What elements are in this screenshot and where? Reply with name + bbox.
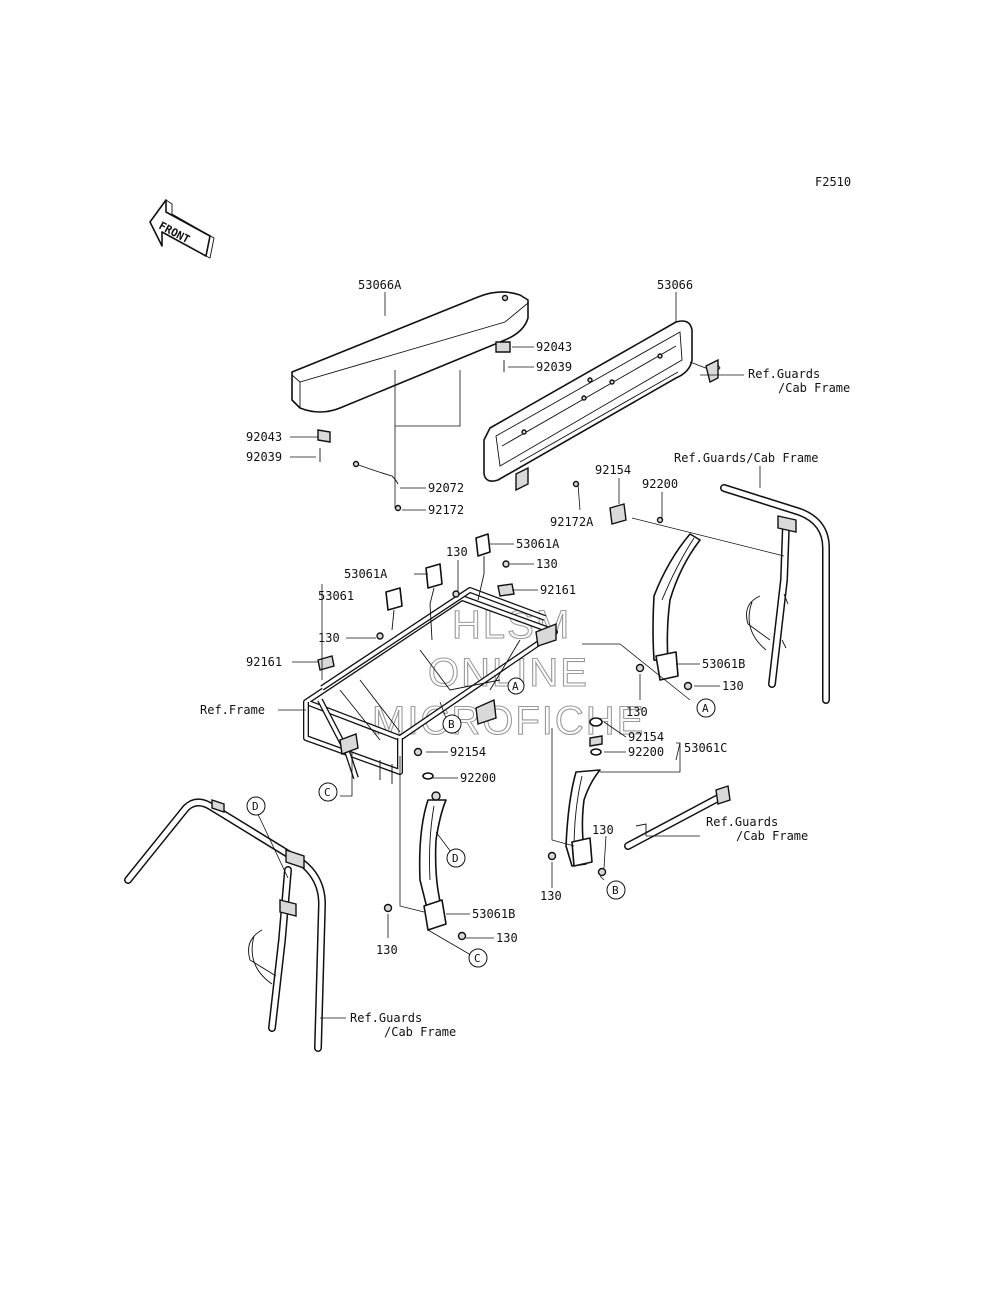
label-53061C: 53061C — [684, 741, 727, 755]
label-ref-guards-4-line1: Ref.Guards — [350, 1011, 422, 1025]
label-130-lower-b: 130 — [540, 889, 562, 903]
label-92172: 92172 — [428, 503, 464, 517]
label-92154-top: 92154 — [595, 463, 631, 477]
label-130-top-b: 130 — [536, 557, 558, 571]
label-53061B-center: 53061B — [472, 907, 515, 921]
label-130-bottom-b: 130 — [376, 943, 398, 957]
label-130-left: 130 — [318, 631, 340, 645]
seat-hardware — [317, 341, 664, 525]
seat-belt-center — [383, 747, 467, 941]
label-92039-right: 92039 — [536, 360, 572, 374]
seat-belt-left — [547, 717, 607, 877]
label-130-right-b: 130 — [626, 705, 648, 719]
seat-back — [483, 320, 721, 492]
label-92200-top: 92200 — [642, 477, 678, 491]
callout-A-frame: A — [512, 680, 519, 693]
label-92043-right: 92043 — [536, 340, 572, 354]
label-53061: 53061 — [318, 589, 354, 603]
cab-frame-right — [720, 484, 830, 704]
label-92154-lower: 92154 — [628, 730, 664, 744]
seat-belt-right — [635, 533, 701, 691]
label-92072: 92072 — [428, 481, 464, 495]
label-ref-guards-2: Ref.Guards/Cab Frame — [674, 451, 819, 465]
label-92200-center: 92200 — [460, 771, 496, 785]
label-ref-guards-4-line2: /Cab Frame — [384, 1025, 456, 1039]
seat-cushion — [291, 291, 529, 413]
watermark-line-2: ONLINE — [428, 651, 589, 695]
callout-B-frame-circle — [442, 714, 462, 734]
label-ref-guards-3-line1: Ref.Guards — [706, 815, 778, 829]
label-92161-left: 92161 — [246, 655, 282, 669]
label-53061A-top: 53061A — [516, 537, 560, 551]
callout-D-belt: D — [452, 852, 459, 865]
label-92172A: 92172A — [550, 515, 594, 529]
callout-B-lower: B — [612, 884, 619, 897]
callout-C-bottom: C — [474, 952, 481, 965]
callout-D-frame: D — [252, 800, 259, 813]
callout-C-frame-circle — [318, 782, 338, 802]
callout-A-frame-circle — [507, 677, 525, 695]
watermark-line-3: MICROFICHE — [372, 699, 645, 743]
label-53061B-right: 53061B — [702, 657, 745, 671]
leader-lines — [255, 292, 785, 1019]
label-ref-guards-3-line2: /Cab Frame — [736, 829, 808, 843]
guard-bar-right — [624, 785, 731, 850]
label-ref-frame: Ref.Frame — [200, 703, 265, 717]
callout-B-lower-circle — [606, 880, 626, 900]
part-labels: 53066A 53066 92043 92039 92043 92039 920… — [200, 278, 850, 1039]
label-92154-center: 92154 — [450, 745, 486, 759]
label-130-lower-a: 130 — [592, 823, 614, 837]
callout-C-bottom-circle — [468, 948, 488, 968]
label-130-top-a: 130 — [446, 545, 468, 559]
figure-code: F2510 — [815, 175, 851, 189]
callout-D-belt-circle — [446, 848, 466, 868]
label-ref-guards-1-line1: Ref.Guards — [748, 367, 820, 381]
callout-A-right-circle — [696, 698, 716, 718]
label-92200-lower: 92200 — [628, 745, 664, 759]
callout-A-right: A — [702, 702, 709, 715]
label-130-right-a: 130 — [722, 679, 744, 693]
cab-frame-left — [124, 798, 326, 1052]
label-53066A: 53066A — [358, 278, 402, 292]
front-arrow-icon: FRONT — [149, 199, 215, 259]
seat-frame — [303, 587, 558, 784]
callout-B-frame: B — [448, 718, 455, 731]
callout-C-frame: C — [324, 786, 331, 799]
label-53061A-mid: 53061A — [344, 567, 388, 581]
callout-D-frame-circle — [246, 796, 266, 816]
label-92043-left: 92043 — [246, 430, 282, 444]
seat-belt-buckles — [317, 533, 515, 671]
label-ref-guards-1-line2: /Cab Frame — [778, 381, 850, 395]
label-92161-right: 92161 — [540, 583, 576, 597]
reference-callouts: A A B B C C D D — [246, 677, 716, 968]
label-130-bottom-a: 130 — [496, 931, 518, 945]
label-53066: 53066 — [657, 278, 693, 292]
label-92039-left: 92039 — [246, 450, 282, 464]
